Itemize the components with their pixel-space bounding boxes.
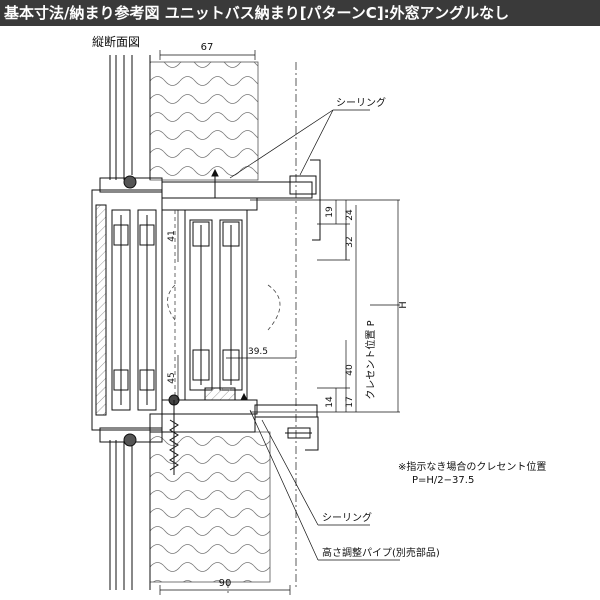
dim-crescent-p: クレセント位置 P xyxy=(364,320,377,399)
dim-90: 90 xyxy=(219,578,232,589)
dim-39-5: 39.5 xyxy=(248,347,268,357)
view-label: 縦断面図 xyxy=(92,34,140,49)
dim-40: 40 xyxy=(345,364,355,376)
callout-sealing-bottom: シーリング xyxy=(322,511,372,524)
outer-window-frame xyxy=(91,175,163,447)
dim-32: 32 xyxy=(345,236,355,247)
dim-24: 24 xyxy=(345,209,355,221)
dim-41: 41 xyxy=(167,230,177,241)
callout-height-pipe: 高さ調整パイプ(別売部品) xyxy=(322,546,440,559)
opening-arcs xyxy=(167,210,281,400)
dim-h: H xyxy=(398,301,409,309)
note-line-2: P=H/2−37.5 xyxy=(412,475,475,486)
leader-lines xyxy=(229,109,400,561)
note-line-1: ※指示なき場合のクレセント位置 xyxy=(398,462,547,473)
dimension-lines xyxy=(159,50,400,595)
callout-sealing-top: シーリング xyxy=(336,96,386,109)
screw-detail xyxy=(285,427,312,439)
dim-17: 17 xyxy=(345,396,355,407)
dim-14: 14 xyxy=(325,396,335,408)
dim-67: 67 xyxy=(201,42,214,53)
sill-section xyxy=(149,392,319,475)
page-title: 基本寸法/納まり参考図 ユニットバス納まり[パターンC]:外窓アングルなし xyxy=(0,0,600,26)
inner-sash xyxy=(184,209,248,401)
insulation-bottom xyxy=(149,431,271,583)
center-lines xyxy=(227,62,297,596)
outer-wall xyxy=(109,55,151,590)
insulation-top xyxy=(149,61,259,181)
dim-19: 19 xyxy=(325,206,335,218)
dim-45: 45 xyxy=(167,372,177,383)
